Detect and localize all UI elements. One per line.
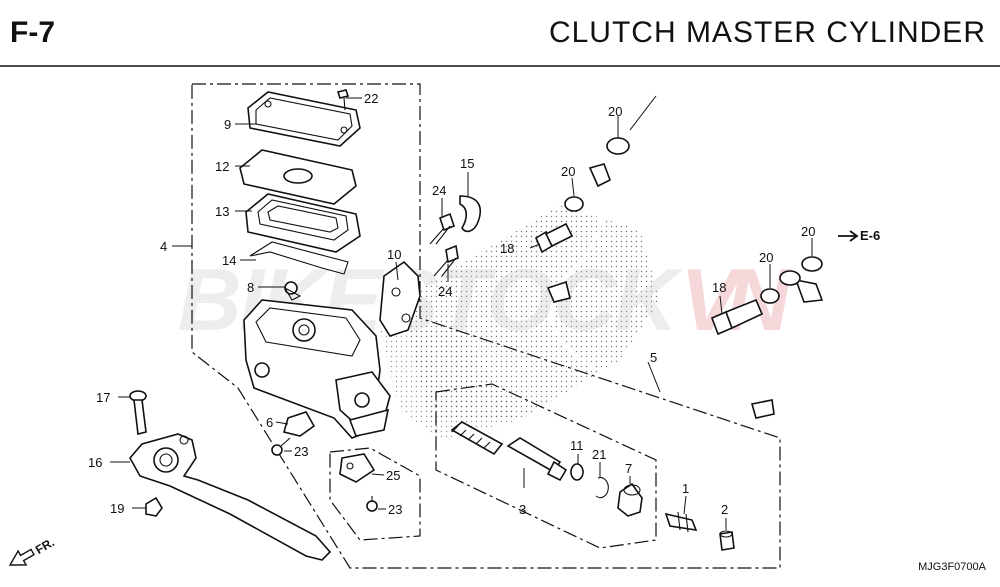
- callout-2: 2: [721, 502, 728, 517]
- callout-19: 19: [110, 501, 124, 516]
- callout-14: 14: [222, 253, 236, 268]
- callout-24-lower: 24: [438, 284, 452, 299]
- callout-7: 7: [625, 461, 632, 476]
- rod-cap: [719, 530, 735, 551]
- screw-22: [336, 89, 350, 111]
- callout-18-upper: 18: [500, 241, 514, 256]
- screw-23-upper: [271, 437, 291, 456]
- sealing-washer-2: [564, 196, 584, 212]
- clip: [283, 281, 302, 301]
- callout-8: 8: [247, 280, 254, 295]
- piston-assembly: [450, 421, 568, 482]
- banjo-bolt-upper: [534, 222, 574, 254]
- callout-17: 17: [96, 390, 110, 405]
- callout-10: 10: [387, 247, 401, 262]
- callout-20-b: 20: [561, 164, 575, 179]
- clutch-lever: [129, 433, 332, 561]
- callout-3: 3: [519, 502, 526, 517]
- arrow-icon: [838, 230, 859, 242]
- shadow-area-body: [380, 330, 520, 440]
- reservoir-cap: [247, 91, 361, 147]
- screw-23-lower: [366, 496, 378, 512]
- callout-20-d: 20: [801, 224, 815, 239]
- assembly-box-3: [435, 383, 657, 549]
- callout-22: 22: [364, 91, 378, 106]
- sealing-washer-4: [801, 256, 823, 272]
- callout-23-lower: 23: [388, 502, 402, 517]
- reservoir-diaphragm: [245, 193, 361, 253]
- callout-e6: E-6: [860, 228, 880, 243]
- clutch-switch: [283, 411, 316, 437]
- callout-20-a: 20: [608, 104, 622, 119]
- master-cylinder-body: [243, 299, 391, 439]
- pivot-bolt: [129, 390, 147, 435]
- piston-boot: [617, 482, 643, 517]
- bracket: [339, 453, 376, 483]
- reservoir-plate: [239, 149, 357, 205]
- page-code: F-7: [10, 16, 55, 49]
- sealing-washer-1: [606, 137, 630, 155]
- callout-18-lower: 18: [712, 280, 726, 295]
- callout-11: 11: [570, 438, 584, 453]
- callout-5: 5: [650, 350, 657, 365]
- boot: [459, 195, 482, 233]
- clamp-bolt-lower: [433, 244, 459, 277]
- assembly-box-4: [191, 83, 781, 569]
- front-direction-indicator: FR.: [8, 535, 57, 566]
- sealing-washer-3: [760, 288, 780, 304]
- clamp-bolt-upper: [429, 212, 455, 245]
- front-direction-label: FR.: [33, 535, 57, 557]
- callout-13: 13: [215, 204, 229, 219]
- reservoir-gasket: [249, 241, 349, 275]
- push-rod: [664, 511, 698, 533]
- sealing-washer-5: [779, 270, 801, 286]
- callout-6: 6: [266, 415, 273, 430]
- callout-1: 1: [682, 481, 689, 496]
- diagram-reference: MJG3F0700A: [918, 561, 987, 573]
- page-title: CLUTCH MASTER CYLINDER: [549, 16, 986, 49]
- hose-end-leader: [629, 95, 657, 131]
- washer-11: [570, 463, 584, 481]
- callout-25: 25: [386, 468, 400, 483]
- callout-9: 9: [224, 117, 231, 132]
- callout-24-upper: 24: [432, 183, 446, 198]
- banjo-bolt-lower: [710, 298, 764, 336]
- callout-12: 12: [215, 159, 229, 174]
- callout-23-upper: 23: [294, 444, 308, 459]
- clamp-holder: [379, 260, 421, 337]
- leader-lines: [110, 97, 813, 530]
- callout-21: 21: [592, 447, 606, 462]
- callout-20-c: 20: [759, 250, 773, 265]
- circlip: [595, 477, 609, 499]
- pivot-nut: [145, 496, 163, 517]
- callout-16: 16: [88, 455, 102, 470]
- assembly-box-23-25: [329, 447, 421, 541]
- clutch-hose: [546, 163, 858, 419]
- callout-4: 4: [160, 239, 167, 254]
- callout-15: 15: [460, 156, 474, 171]
